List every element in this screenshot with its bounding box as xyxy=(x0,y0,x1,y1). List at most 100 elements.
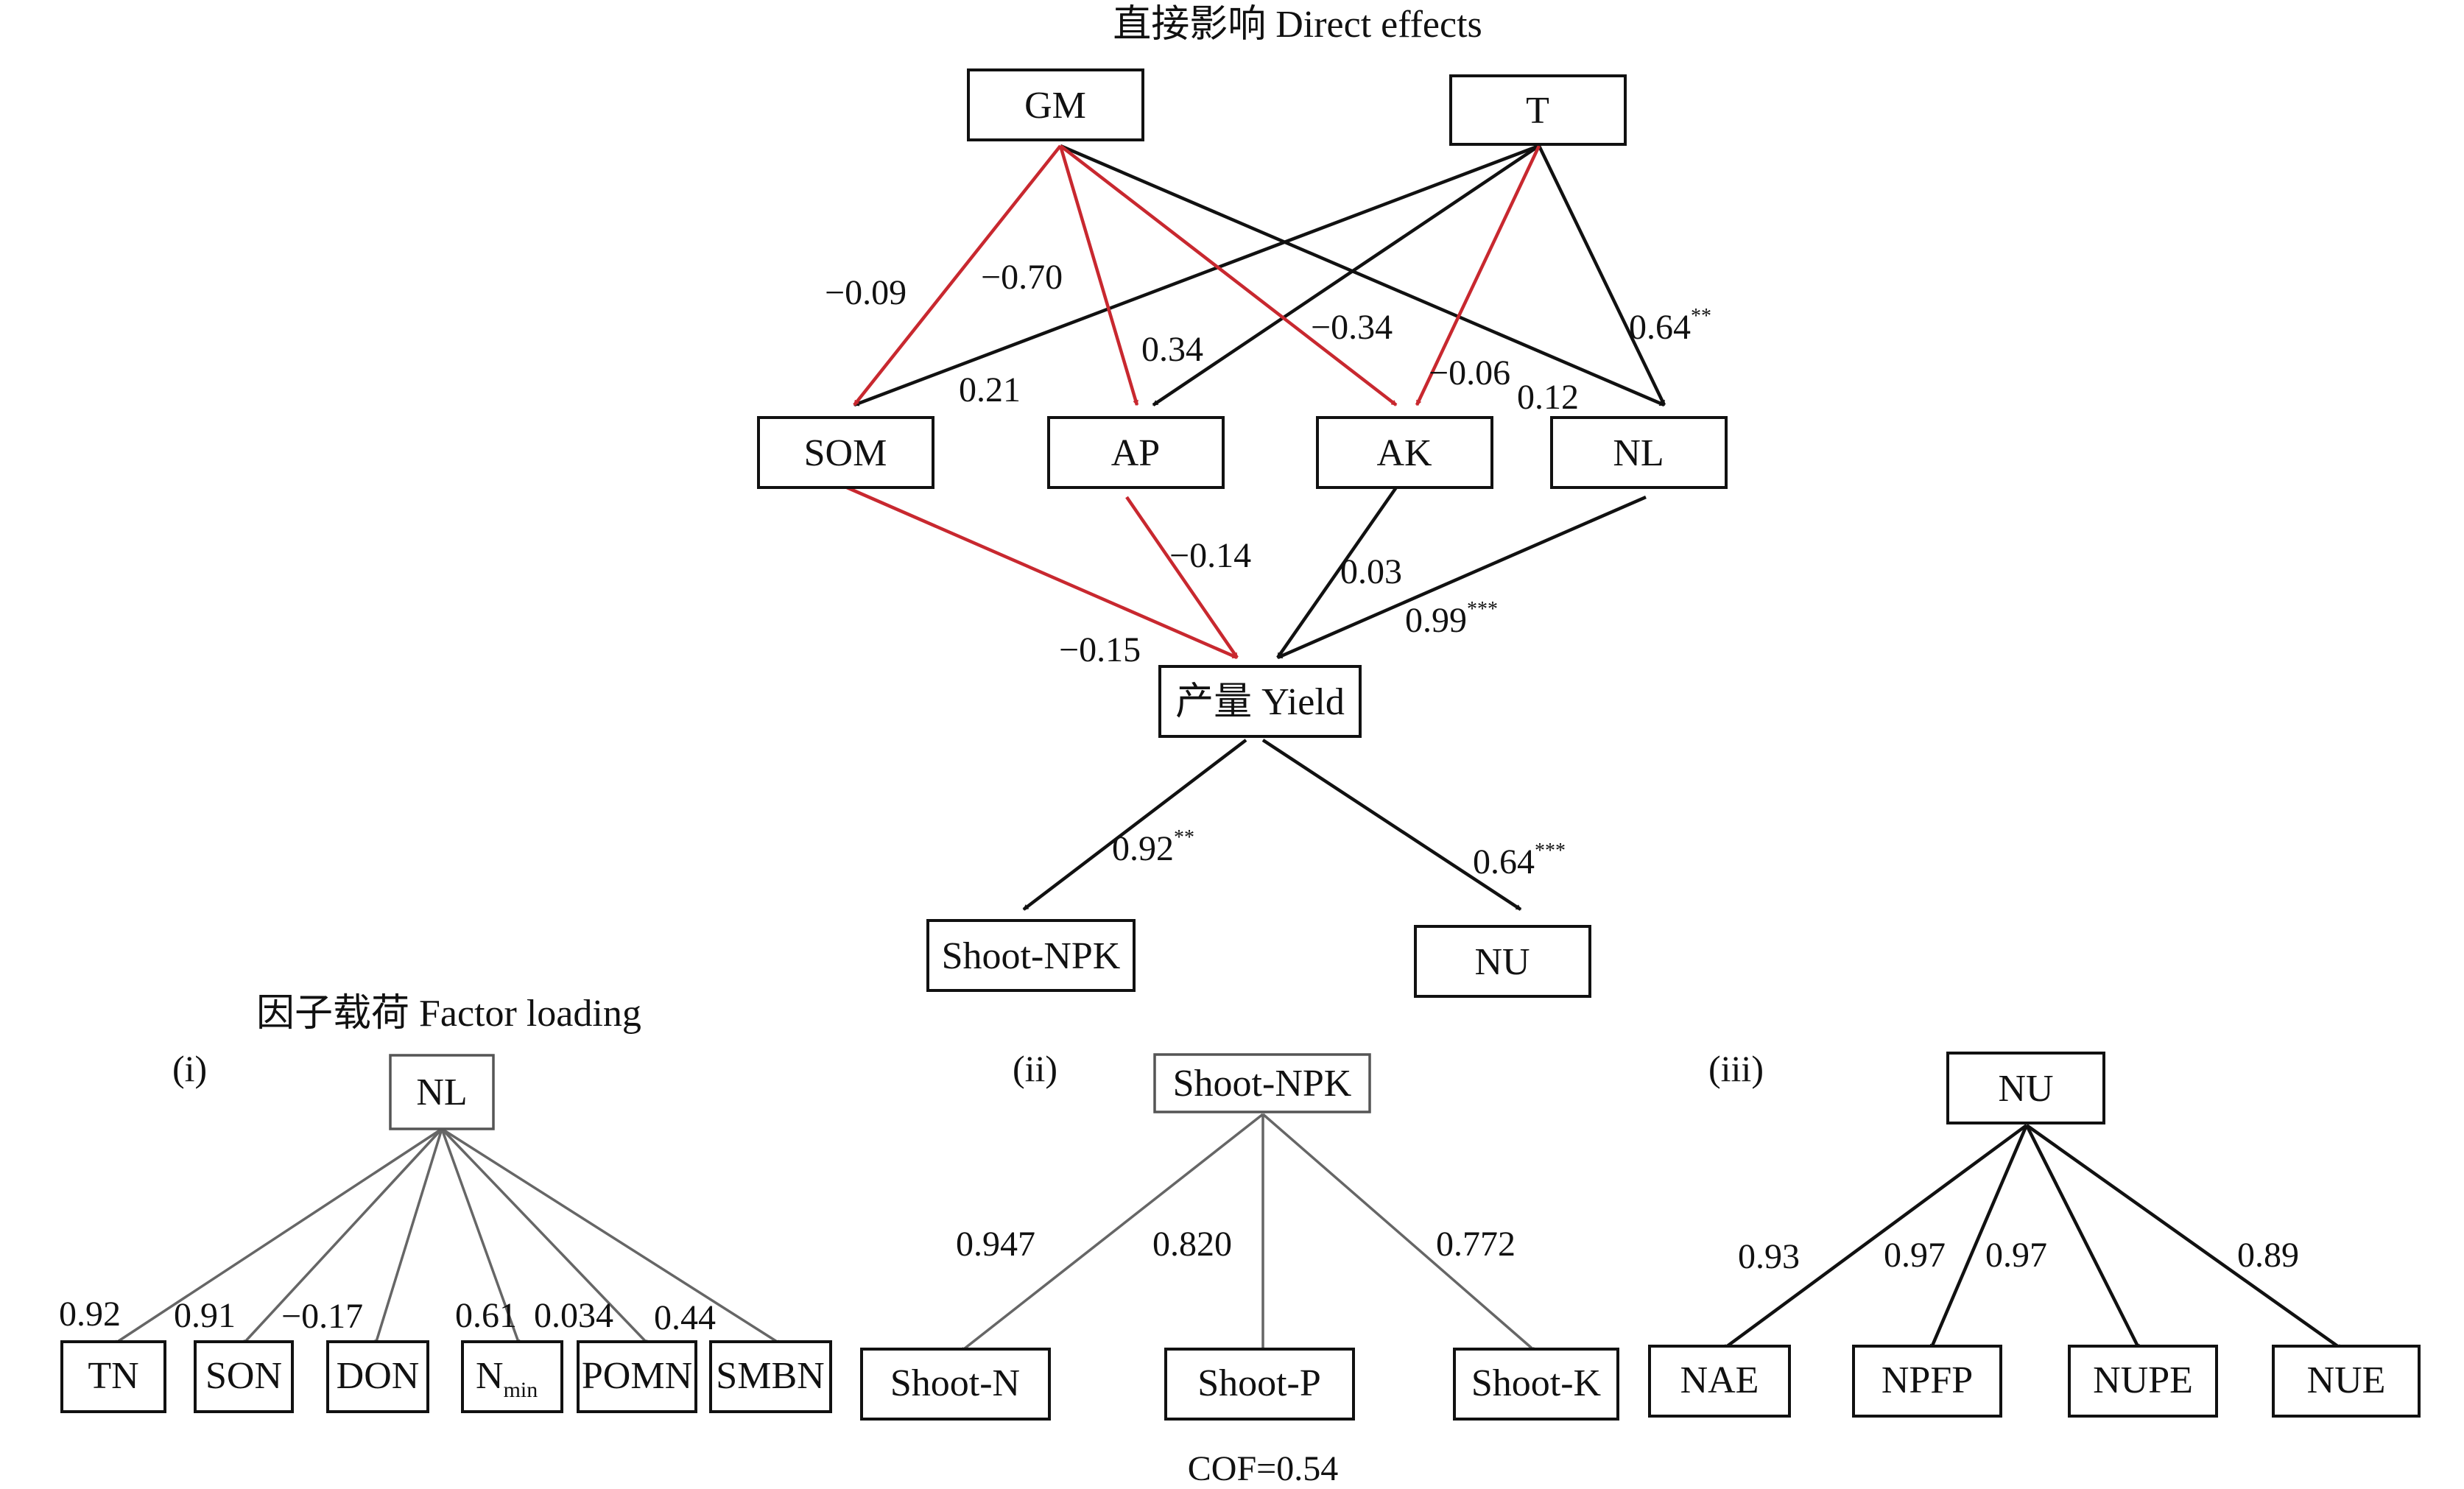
arrow-gm-ak xyxy=(1059,144,1398,406)
arrow-nu-npfp xyxy=(1929,1124,2029,1349)
leaf-nae: NAE xyxy=(1680,1359,1759,1401)
loading-shoot-p: 0.820 xyxy=(1152,1225,1232,1264)
coef-gm-som: −0.09 xyxy=(825,273,907,312)
arrow-nu-nae xyxy=(1722,1124,2028,1351)
leaf-nue: NUE xyxy=(2307,1359,2386,1401)
leaf-pomn: POMN xyxy=(582,1355,692,1397)
leaf-nue-box xyxy=(2272,1345,2421,1418)
node-ak-box xyxy=(1316,416,1493,489)
node-yield: 产量 Yield xyxy=(1175,681,1345,723)
panel-iii-root: NU xyxy=(1998,1068,2053,1110)
coef-ap-yield: −0.14 xyxy=(1169,536,1251,575)
coef-nl-yield: 0.99*** xyxy=(1405,598,1498,640)
arrow-nl-don xyxy=(374,1128,443,1344)
leaf-nae-box xyxy=(1648,1345,1791,1418)
node-som-box xyxy=(757,416,934,489)
coef-ak-yield: 0.03 xyxy=(1340,552,1402,591)
coef-t-som: 0.21 xyxy=(959,370,1021,409)
coef-yield-shoot-sig: ** xyxy=(1174,826,1194,849)
leaf-nmin-box xyxy=(461,1340,563,1413)
leaf-shoot-n-box xyxy=(860,1348,1051,1421)
node-nu-box xyxy=(1414,925,1591,998)
node-t: T xyxy=(1526,90,1549,132)
coef-t-ap: 0.34 xyxy=(1141,330,1203,369)
leaf-shoot-n: Shoot-N xyxy=(890,1362,1020,1404)
loading-smbn: 0.44 xyxy=(654,1298,716,1337)
node-ap: AP xyxy=(1111,432,1160,474)
loading-nae: 0.93 xyxy=(1738,1237,1800,1276)
leaf-smbn: SMBN xyxy=(716,1355,824,1397)
loading-tn: 0.92 xyxy=(59,1295,121,1334)
node-t-box xyxy=(1449,74,1627,146)
node-yield-box xyxy=(1158,665,1362,738)
direct-effects-title: 直接影响 Direct effects xyxy=(1113,4,1482,46)
arrow-shoot-n xyxy=(960,1113,1264,1353)
arrow-nl-son xyxy=(242,1127,443,1345)
coef-yield-nu-value: 0.64 xyxy=(1473,842,1535,881)
arrow-gm-som xyxy=(853,144,1062,406)
coef-gm-ap: −0.70 xyxy=(981,258,1063,297)
arrow-t-som xyxy=(854,144,1540,407)
coef-nl-yield-sig: *** xyxy=(1467,598,1498,621)
leaf-son: SON xyxy=(205,1355,282,1397)
leaf-son-box xyxy=(194,1340,294,1413)
node-nl: NL xyxy=(1613,432,1664,474)
node-nl-box xyxy=(1550,416,1728,489)
loading-nupe: 0.97 xyxy=(1985,1236,2047,1275)
node-gm: GM xyxy=(1024,85,1086,127)
factor-loading-title: 因子载荷 Factor loading xyxy=(256,993,641,1035)
coef-t-nl: 0.64** xyxy=(1629,305,1711,347)
leaf-nmin-sub: min xyxy=(504,1378,538,1402)
arrow-nl-smbn xyxy=(441,1127,781,1345)
panel-i-root-box xyxy=(389,1054,495,1130)
arrow-nl-pomn xyxy=(440,1127,650,1345)
leaf-tn-box xyxy=(60,1340,166,1413)
coef-t-nl-value: 0.64 xyxy=(1629,308,1691,347)
leaf-nupe-box xyxy=(2068,1345,2218,1418)
panel-iii-label: (iii) xyxy=(1708,1048,1764,1089)
coef-yield-nu: 0.64*** xyxy=(1473,839,1566,881)
loading-don: −0.17 xyxy=(281,1297,363,1336)
leaf-npfp: NPFP xyxy=(1882,1359,1973,1401)
panel-ii-arrows xyxy=(960,1113,1537,1354)
node-ak: AK xyxy=(1376,432,1432,474)
panel-ii-root-box xyxy=(1153,1053,1371,1113)
leaf-shoot-p-box xyxy=(1164,1348,1355,1421)
panel-ii-root: Shoot-NPK xyxy=(1173,1063,1352,1105)
arrow-ap-yield xyxy=(1125,496,1239,659)
node-som: SOM xyxy=(804,432,887,474)
coef-yield-nu-sig: *** xyxy=(1535,839,1566,862)
coef-t-ak: −0.06 xyxy=(1429,353,1510,393)
loading-nue: 0.89 xyxy=(2237,1236,2299,1275)
node-gm-box xyxy=(967,68,1144,141)
loading-son: 0.91 xyxy=(174,1296,236,1335)
coef-gm-nl: 0.12 xyxy=(1517,378,1579,417)
arrow-t-ap xyxy=(1152,144,1541,406)
leaf-nmin-main: N xyxy=(476,1355,504,1397)
coef-yield-shoot-value: 0.92 xyxy=(1112,829,1174,868)
arrow-t-nl xyxy=(1537,145,1666,405)
arrow-gm-nl xyxy=(1060,144,1664,407)
coef-som-yield: −0.15 xyxy=(1059,630,1141,669)
cof-value: COF=0.54 xyxy=(1188,1449,1338,1488)
loading-pomn: 0.034 xyxy=(534,1296,613,1335)
arrow-nu-nupe xyxy=(2024,1124,2141,1349)
panel-iii-root-box xyxy=(1946,1052,2105,1124)
leaf-nmin: Nmin xyxy=(476,1355,538,1402)
node-nu: NU xyxy=(1474,941,1530,983)
coef-gm-ak: −0.34 xyxy=(1311,308,1393,347)
loading-npfp: 0.97 xyxy=(1884,1236,1946,1275)
loading-nmin: 0.61 xyxy=(455,1296,517,1335)
arrow-som-yield xyxy=(846,485,1237,660)
leaf-npfp-box xyxy=(1852,1345,2002,1418)
node-ap-box xyxy=(1047,416,1225,489)
arrow-nl-yield xyxy=(1278,495,1647,660)
leaf-don: DON xyxy=(337,1355,420,1397)
loading-shoot-n: 0.947 xyxy=(956,1225,1035,1264)
arrow-nl-nmin xyxy=(440,1128,521,1344)
node-shoot-npk-box xyxy=(926,919,1136,992)
arrow-nu-nue xyxy=(2025,1124,2343,1351)
arrow-shoot-k xyxy=(1261,1113,1537,1353)
arrow-gm-ap xyxy=(1058,145,1139,405)
